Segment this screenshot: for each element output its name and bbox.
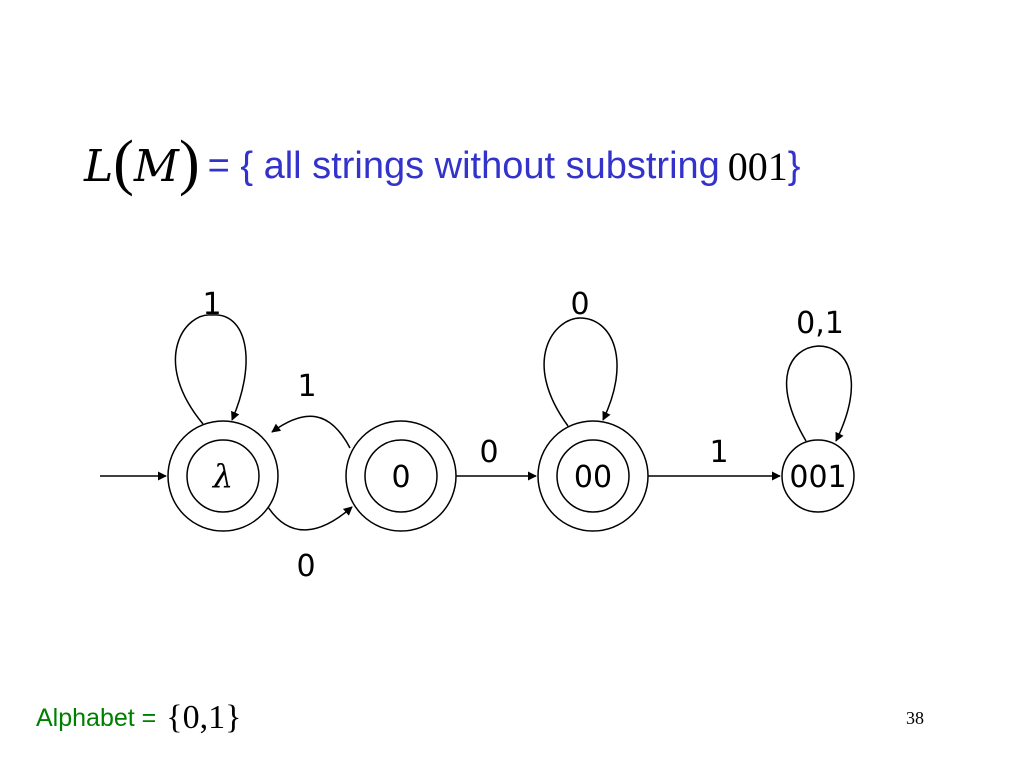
state-label-00: 00	[574, 460, 612, 495]
machine-letter: M	[133, 140, 179, 192]
alphabet-set: {0,1}	[166, 699, 242, 736]
label-0-to-00: 0	[479, 435, 498, 470]
state-label-lambda: λ	[211, 457, 233, 495]
state-00: 00	[537, 420, 649, 532]
self-loop-00	[543, 317, 618, 427]
title-text: = { all strings without substring	[207, 144, 720, 187]
self-loop-001	[785, 345, 853, 442]
state-label-001: 001	[789, 460, 846, 495]
label-loop-001: 0,1	[796, 306, 844, 341]
self-loop-lambda	[174, 314, 247, 425]
open-paren: (	[113, 128, 134, 197]
state-lambda: λ	[167, 420, 279, 532]
alphabet-line: Alphabet = {0,1}	[36, 692, 241, 744]
edge-lambda-to-0	[267, 506, 353, 531]
language-function-letter: L	[84, 140, 114, 192]
state-label-0: 0	[391, 460, 410, 495]
label-0-to-lambda: 1	[297, 369, 316, 404]
label-loop-lambda: 1	[202, 287, 221, 322]
edge-0-to-lambda	[271, 415, 351, 449]
label-00-to-001: 1	[709, 435, 728, 470]
label-loop-00: 0	[570, 287, 589, 322]
page-number: 38	[906, 708, 924, 728]
state-001: 001	[781, 439, 855, 513]
alphabet-label: Alphabet =	[36, 703, 157, 732]
slide-title: L ( M ) = { all strings without substrin…	[84, 129, 801, 197]
forbidden-substring: 001	[727, 143, 788, 189]
label-lambda-to-0: 0	[296, 549, 315, 584]
close-paren: )	[178, 128, 200, 197]
state-0: 0	[345, 420, 457, 532]
close-brace: }	[787, 144, 801, 187]
